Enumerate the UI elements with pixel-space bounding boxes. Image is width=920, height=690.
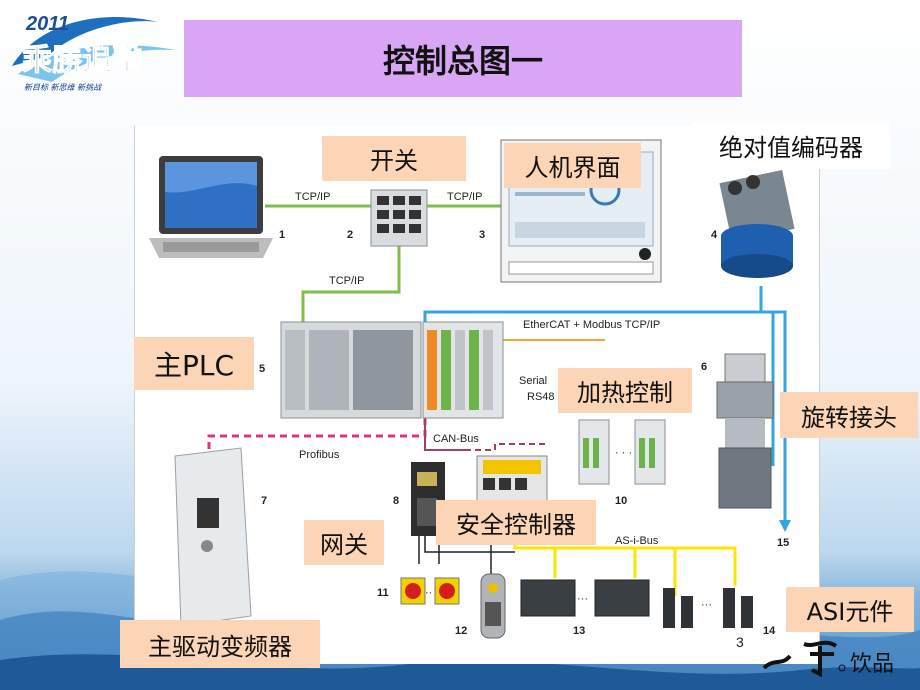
label-main-plc: 主PLC (134, 337, 254, 390)
rotary-joint-icon (716, 353, 774, 509)
laptop-icon (149, 156, 273, 258)
label-absolute-encoder: 绝对值编码器 (692, 121, 890, 169)
emergency-stop-icons: ·· (400, 577, 460, 605)
campaign-logo: 2011 乘勝追擊 新目标 新思维 新挑战 (12, 13, 176, 92)
asi-modules-icon: ··· (520, 579, 650, 617)
component-number-15: 15 (777, 537, 789, 549)
bus-label-ethercat: EtherCAT + Modbus TCP/IP (523, 319, 660, 331)
frequency-inverter-icon (174, 447, 252, 627)
svg-text:···: ··· (701, 599, 712, 611)
brand-text: 饮品 (850, 652, 895, 677)
ethercat-arrow (779, 520, 791, 532)
component-number-14: 14 (763, 625, 776, 637)
component-number-1: 1 (279, 229, 285, 241)
label-gateway: 网关 (304, 520, 384, 565)
heating-io-modules-icon: · · · (578, 419, 666, 485)
bus-label-serial: Serial (519, 375, 547, 387)
component-number-13: 13 (573, 625, 585, 637)
label-asi-components: ASI元件 (786, 587, 914, 632)
bus-label-asibus: AS-i-Bus (615, 535, 659, 547)
logo-year: 2011 (25, 13, 69, 35)
component-number-7: 7 (261, 495, 267, 507)
component-number-4: 4 (711, 229, 718, 241)
label-safety-controller: 安全控制器 (436, 500, 596, 545)
svg-text:· · ·: · · · (615, 447, 632, 459)
component-number-8: 8 (393, 495, 399, 507)
component-number-12: 12 (455, 625, 467, 637)
control-diagram-panel: · · · ·· ··· ··· (134, 126, 820, 664)
component-number-5: 5 (259, 363, 265, 375)
component-number-10: 10 (615, 495, 627, 507)
profibus-line (207, 418, 427, 456)
logo-slogan: 乘勝追擊 (22, 43, 143, 78)
component-number-6: 6 (701, 361, 707, 373)
bus-label-rs485: RS48 (527, 391, 555, 403)
bus-label-canbus: CAN-Bus (433, 433, 479, 445)
svg-text:··: ·· (425, 587, 432, 599)
component-number-2: 2 (347, 229, 353, 241)
label-hmi: 人机界面 (504, 143, 641, 188)
asi-sensor-icons: ··· (663, 588, 753, 628)
bus-label-tcpip-1: TCP/IP (295, 191, 330, 203)
brand-logo (762, 640, 846, 678)
slide-title: 控制总图一 (184, 20, 742, 97)
label-heating-control: 加热控制 (558, 368, 692, 413)
label-main-drive-inverter: 主驱动变频器 (120, 620, 320, 668)
bus-label-profibus: Profibus (299, 449, 340, 461)
enabling-switch-icon (480, 573, 506, 639)
absolute-encoder-icon (719, 170, 795, 278)
tcpip-line-switch-plc (301, 246, 401, 324)
switch-device-icon (370, 189, 428, 247)
main-plc-icon (280, 321, 504, 419)
bus-label-tcpip-2: TCP/IP (447, 191, 482, 203)
component-number-3: 3 (479, 229, 485, 241)
svg-text:···: ··· (577, 593, 588, 605)
logo-tagline: 新目标 新思维 新挑战 (24, 83, 102, 92)
label-rotary-joint: 旋转接头 (780, 392, 918, 438)
page-number: 3 (736, 634, 744, 650)
bus-label-tcpip-3: TCP/IP (329, 275, 364, 287)
label-switch: 开关 (322, 136, 466, 181)
component-number-11: 11 (377, 587, 389, 599)
control-diagram: · · · ·· ··· ··· (149, 139, 795, 639)
